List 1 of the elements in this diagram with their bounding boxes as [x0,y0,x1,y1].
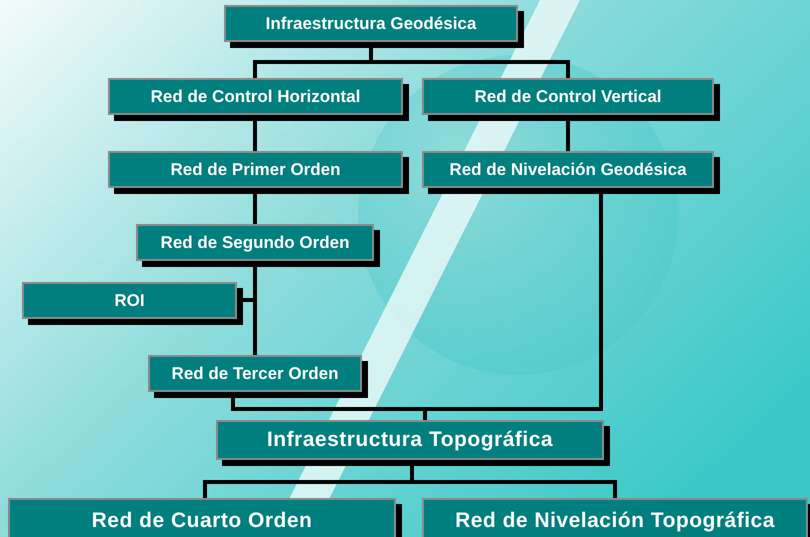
org-chart-box: Red de Nivelación Topográfica [422,498,808,537]
